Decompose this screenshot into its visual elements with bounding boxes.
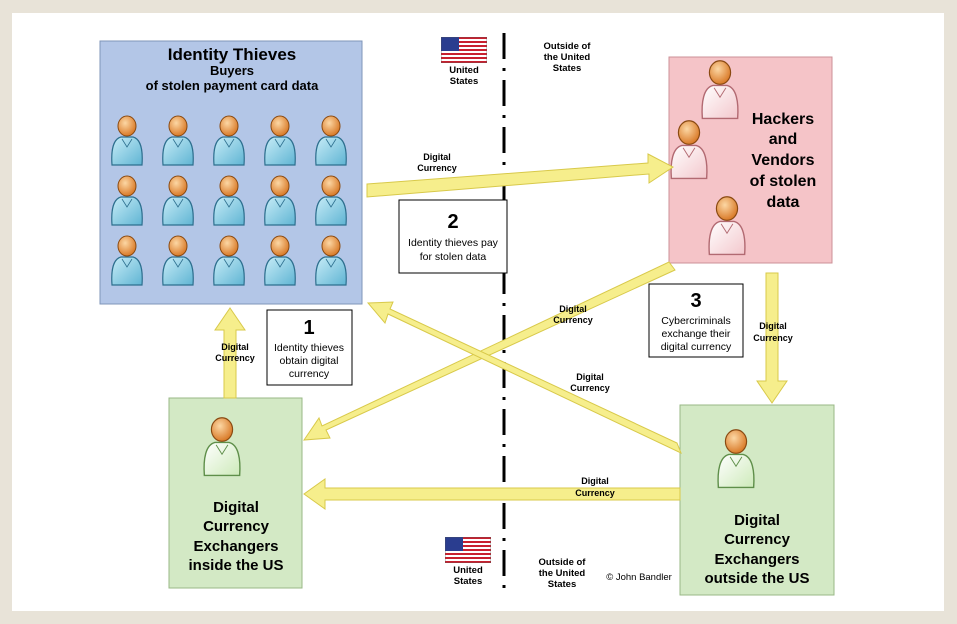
region-outside-top-1: Outside of	[544, 41, 592, 52]
arrow-label-4-line2: Currency	[553, 315, 593, 325]
exchangers-out-label-1: Digital	[734, 512, 780, 529]
step-1-line2: obtain digital	[280, 355, 339, 367]
exchangers-in-label-4: inside the US	[188, 557, 283, 574]
region-us-bottom-1: United	[453, 565, 483, 576]
hackers-label-4: of stolen	[750, 173, 817, 190]
exchangers-in-label-2: Currency	[203, 518, 270, 535]
step-3-line2: exchange their	[662, 328, 731, 340]
exchangers-out-label-4: outside the US	[704, 570, 809, 587]
arrow-exchange-out-to-in	[303, 478, 681, 510]
copyright-notice: © John Bandler	[606, 572, 672, 583]
region-outside-bottom-2: the United	[539, 568, 586, 579]
step-2-number: 2	[447, 211, 458, 233]
step-3-line3: digital currency	[661, 341, 732, 353]
hackers-label-3: Vendors	[751, 152, 814, 169]
arrow-label-3-line2: Currency	[753, 333, 793, 343]
arrow-label-2-line1: Digital	[423, 152, 451, 162]
step-1-line1: Identity thieves	[274, 342, 344, 354]
step-2-line1: Identity thieves pay	[408, 237, 499, 249]
exchangers-out-label-3: Exchangers	[714, 551, 799, 568]
hackers-label-5: data	[767, 194, 800, 211]
arrow-exchange-to-thieves	[214, 307, 246, 399]
arrow-label-3-line1: Digital	[759, 321, 787, 331]
step-box-2: 2 Identity thieves pay for stolen data	[398, 199, 508, 274]
hackers-label-1: Hackers	[752, 111, 814, 128]
step-box-3: 3 Cybercriminals exchange their digital …	[648, 283, 744, 358]
arrow-thieves-to-hackers	[366, 153, 674, 198]
region-us-bottom-2: States	[454, 576, 483, 587]
region-outside-top-2: the United	[544, 52, 591, 63]
region-us-top-1: United	[449, 65, 479, 76]
arrow-label-2-line2: Currency	[417, 163, 457, 173]
arrow-hackers-to-exchange-in	[303, 261, 676, 441]
us-flag-icon	[445, 537, 491, 563]
region-us-top-2: States	[450, 76, 479, 87]
cybercrime-flow-diagram: 1 Identity thieves obtain digital curren…	[99, 33, 835, 596]
region-outside-bottom-1: Outside of	[539, 557, 587, 568]
exchangers-outside-box	[679, 404, 835, 596]
step-1-line3: currency	[289, 368, 330, 380]
us-flag-icon	[441, 37, 487, 63]
arrow-label-6-line1: Digital	[581, 476, 609, 486]
step-2-line2: for stolen data	[420, 251, 487, 263]
step-box-1: 1 Identity thieves obtain digital curren…	[266, 309, 353, 386]
thieves-subtitle-1: Buyers	[210, 63, 254, 78]
arrow-label-5-line1: Digital	[576, 372, 604, 382]
exchangers-in-label-1: Digital	[213, 499, 259, 516]
step-3-number: 3	[690, 290, 701, 312]
step-3-line1: Cybercriminals	[661, 315, 730, 327]
region-outside-bottom-3: States	[548, 579, 577, 590]
arrow-hackers-to-exchange-out	[756, 272, 788, 404]
region-outside-top-3: States	[553, 63, 582, 74]
step-1-number: 1	[303, 317, 314, 339]
exchangers-out-label-2: Currency	[724, 531, 791, 548]
arrow-exchange-out-to-thieves	[366, 301, 682, 454]
arrow-label-4-line1: Digital	[559, 304, 587, 314]
arrow-label-1-line2: Currency	[215, 353, 255, 363]
thieves-subtitle-2: of stolen payment card data	[146, 78, 319, 93]
hackers-label-2: and	[769, 131, 797, 148]
arrow-label-1-line1: Digital	[221, 342, 249, 352]
arrow-label-6-line2: Currency	[575, 488, 615, 498]
diagram-frame: 1 Identity thieves obtain digital curren…	[12, 13, 944, 611]
arrow-label-5-line2: Currency	[570, 383, 610, 393]
exchangers-in-label-3: Exchangers	[193, 538, 278, 555]
thieves-title: Identity Thieves	[168, 45, 296, 64]
